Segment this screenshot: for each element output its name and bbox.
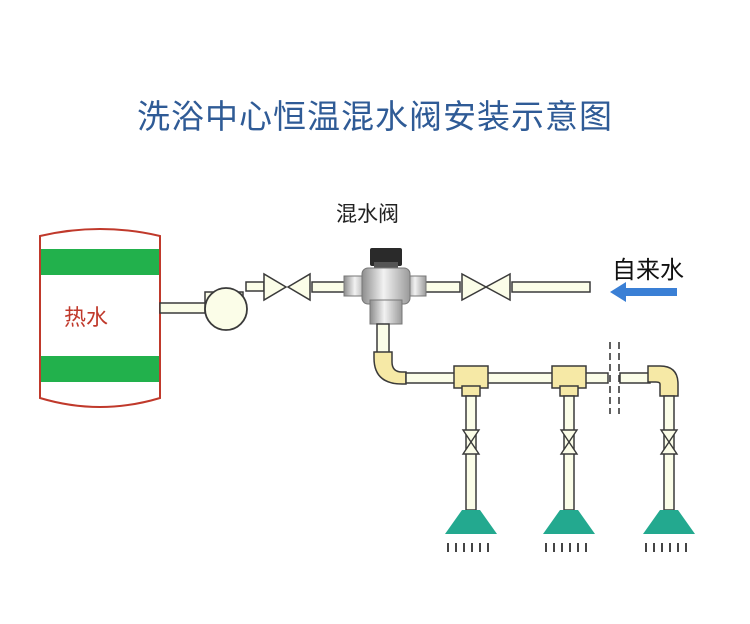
shower-head-icon — [445, 510, 497, 534]
pipe-hot-inlet — [311, 281, 347, 293]
gate-valve-icon — [263, 272, 311, 302]
water-spray-icon — [645, 543, 687, 552]
hot-water-tank-icon — [39, 228, 161, 408]
elbow-fitting-icon — [647, 365, 679, 397]
gate-valve-icon — [559, 429, 579, 455]
tee-fitting-icon — [551, 365, 587, 397]
main-pipe — [405, 372, 457, 384]
pipe-tank-to-pump — [159, 302, 211, 314]
shower-branch-3 — [643, 395, 695, 552]
flow-arrow-icon — [610, 282, 677, 302]
water-spray-icon — [447, 543, 489, 552]
pipe-tap-water-inlet — [511, 281, 591, 293]
gate-valve-icon — [461, 429, 481, 455]
shower-branch-1 — [445, 395, 497, 552]
pipe-pump-to-valve — [245, 281, 265, 292]
shower-head-icon — [643, 510, 695, 534]
pump-icon — [204, 287, 248, 331]
shower-head-icon — [543, 510, 595, 534]
pipe-break-mark — [609, 342, 620, 414]
tank-lower-band — [41, 356, 159, 382]
diagram-title: 洗浴中心恒温混水阀安装示意图 — [137, 97, 613, 136]
hot-water-label: 热水 — [64, 306, 109, 331]
shower-branch-2 — [543, 395, 595, 552]
water-spray-icon — [545, 543, 587, 552]
main-pipe — [619, 372, 651, 384]
main-pipe — [583, 372, 609, 384]
mixing-valve-icon — [343, 248, 427, 325]
tee-fitting-icon — [453, 365, 489, 397]
elbow-fitting-icon — [373, 351, 407, 385]
main-pipe — [485, 372, 555, 384]
tank-upper-band — [41, 249, 159, 275]
tap-water-label: 自来水 — [612, 256, 684, 284]
mixing-valve-label: 混水阀 — [336, 202, 399, 226]
gate-valve-icon — [659, 429, 679, 455]
gate-valve-icon — [461, 272, 511, 302]
